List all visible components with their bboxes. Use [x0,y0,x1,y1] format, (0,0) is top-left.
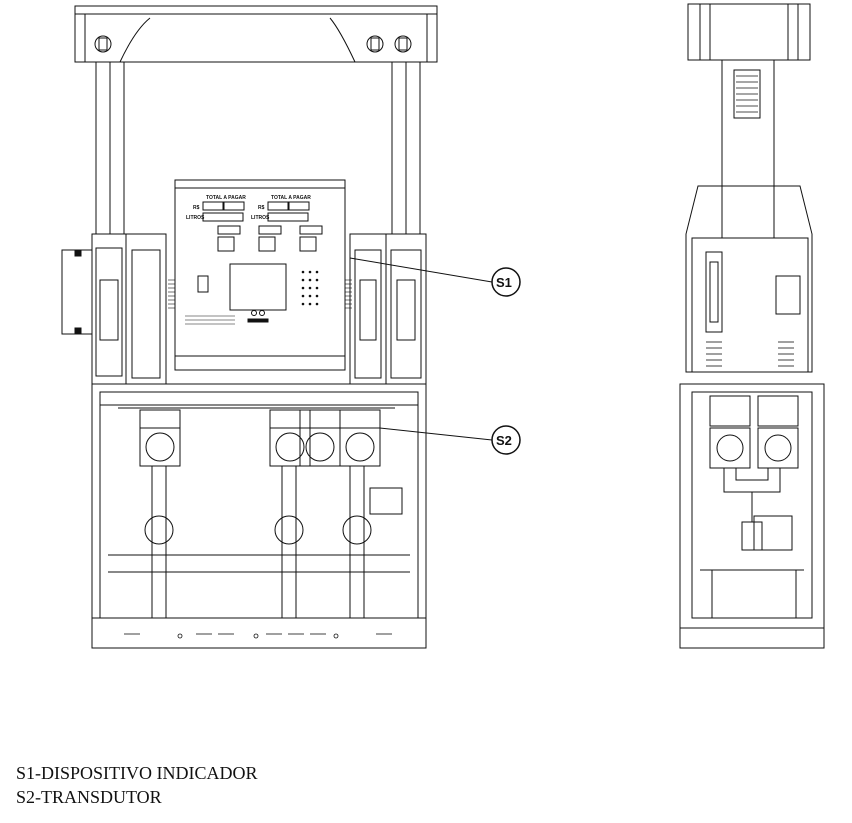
meter-assembly [118,407,395,467]
side-cabinet [679,383,825,649]
keypad [301,270,319,306]
volume-label-1: LITROS [186,215,205,221]
front-canopy [74,5,438,63]
callout-label-s1: S1 [496,275,512,290]
total-label-1: TOTAL A PAGAR [206,195,246,201]
hydraulic-cabinet [91,383,427,649]
legend-s1: S1-DISPOSITIVO INDICADOR [16,763,258,783]
volume-label-2: LITROS [251,215,270,221]
callout-s2 [379,425,521,455]
legend-s2: S2-TRANSDUTOR [16,787,162,807]
side-meters [709,395,799,469]
pipes [144,465,372,619]
price-display [202,201,310,222]
side-canopy [687,3,811,61]
currency-label-1: R$ [193,205,200,211]
total-label-2: TOTAL A PAGAR [271,195,311,201]
display-head [174,179,346,371]
currency-label-2: R$ [258,205,265,211]
side-view [679,3,825,649]
callout-label-s2: S2 [496,433,512,448]
side-column [721,59,775,187]
front-view [61,5,438,649]
side-head [685,185,813,373]
canopy-lamp-icon [94,35,412,53]
left-nozzle-holders [61,233,167,385]
right-nozzle-holders [349,233,427,385]
callout-s1 [349,257,521,297]
central-screen [229,263,287,311]
